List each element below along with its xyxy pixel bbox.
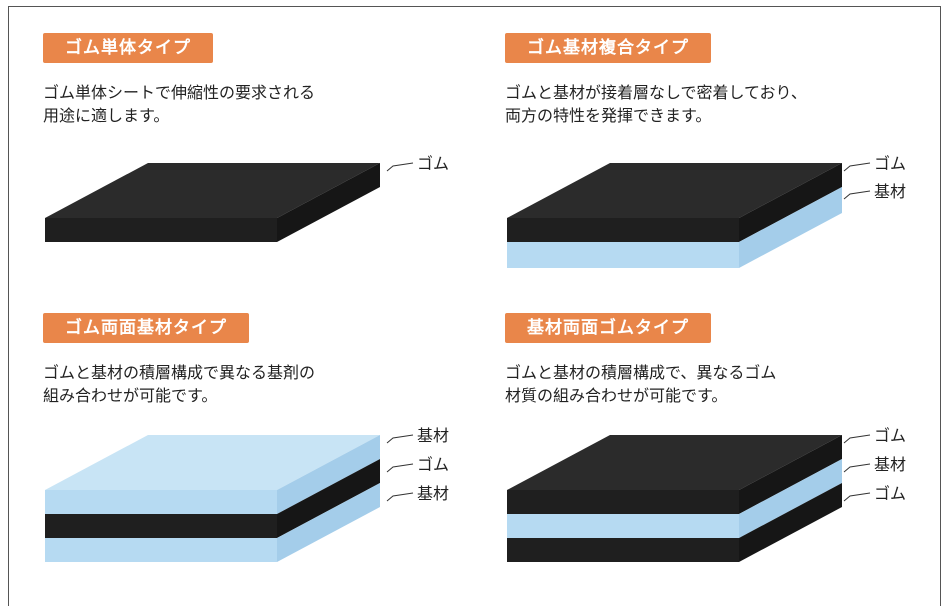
rubber-layer-side [739,483,842,562]
layer-label: 基材 [417,484,449,503]
layer-label: 基材 [874,182,906,201]
leader-line [843,434,871,444]
layer-label: ゴム [417,154,449,173]
base-layer-front [507,514,739,538]
slab-top-face [507,163,842,218]
leader-line [386,434,414,444]
panel-rubber-double-base: ゴム両面基材タイプ ゴムと基材の積層構成で異なる基剤の 組み合わせが可能です。 [43,313,483,593]
panel-title: ゴム単体タイプ [43,33,213,63]
rubber-layer-side [739,163,842,242]
base-layer-side [739,459,842,538]
panel-base-double-rubber: 基材両面ゴムタイプ ゴムと基材の積層構成で、異なるゴム 材質の組み合わせが可能で… [505,313,945,593]
rubber-layer-front [507,538,739,562]
rubber-layer-side [277,459,380,538]
rubber-layer-front [45,218,277,242]
rubber-layer-front [507,218,739,242]
leader-line [386,492,414,502]
base-layer-front [45,490,277,514]
rubber-layer-side [277,163,380,242]
base-layer-side [277,483,380,562]
base-layer-side [739,187,842,268]
layer-label: ゴム [874,154,906,173]
slab-top-face [45,163,380,218]
rubber-layer-front [45,514,277,538]
layer-label: 基材 [417,426,449,445]
illustration-rubber-single: ゴム [45,154,449,242]
slab-top-face [45,435,380,490]
content-frame [8,6,941,606]
panel-description: ゴムと基材の積層構成で異なる基剤の 組み合わせが可能です。 [43,363,316,405]
layer-label: ゴム [417,455,449,474]
panel-title: ゴム基材複合タイプ [505,33,711,63]
panel-rubber-single: ゴム単体タイプ ゴム単体シートで伸縮性の要求される 用途に適します。 [43,33,483,313]
base-layer-front [45,538,277,562]
base-layer-side [277,435,380,514]
rubber-layer-side [739,435,842,514]
slab-top-face [507,435,842,490]
layer-label: ゴム [874,484,906,503]
panel-description: ゴム単体シートで伸縮性の要求される 用途に適します。 [43,83,316,125]
leader-line [843,463,871,473]
layer-label: ゴム [874,426,906,445]
panel-title: 基材両面ゴムタイプ [505,313,711,343]
illustration-rubber-base-composite: ゴム基材 [507,154,906,268]
leader-line [386,162,414,172]
base-layer-front [507,242,739,268]
panel-description: ゴムと基材が接着層なしで密着しており、 両方の特性を発揮できます。 [505,83,807,125]
panel-description: ゴムと基材の積層構成で、異なるゴム 材質の組み合わせが可能です。 [505,363,777,405]
rubber-layer-front [507,490,739,514]
panel-rubber-base-composite: ゴム基材複合タイプ ゴムと基材が接着層なしで密着しており、 両方の特性を発揮でき… [505,33,945,313]
leader-line [843,162,871,172]
leader-line [843,492,871,502]
leader-line [843,190,871,200]
panel-title: ゴム両面基材タイプ [43,313,249,343]
leader-line [386,463,414,473]
layer-label: 基材 [874,455,906,474]
